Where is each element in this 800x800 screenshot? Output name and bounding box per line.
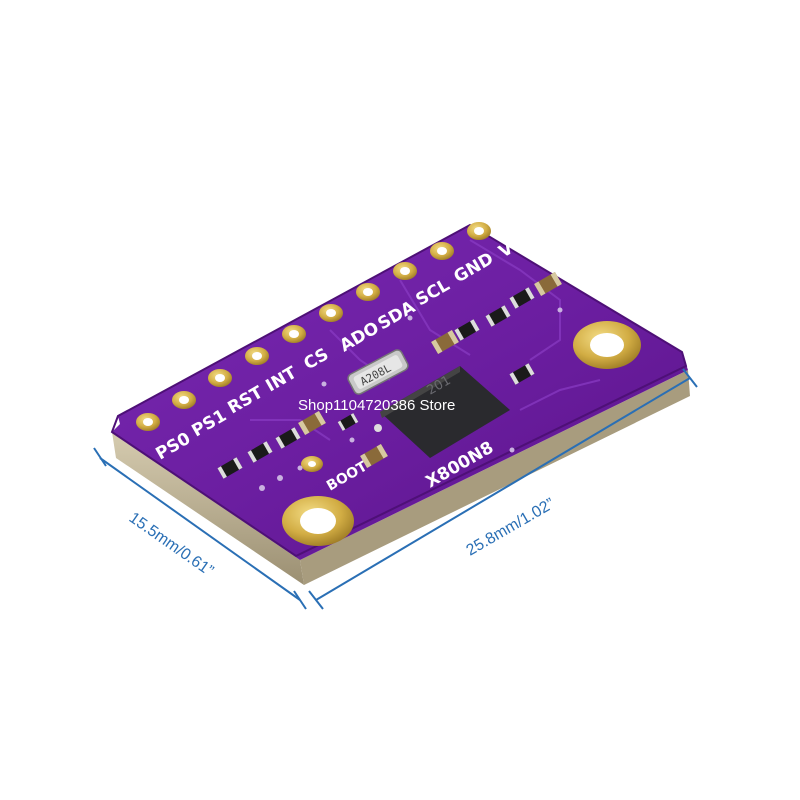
pad-gnd (430, 242, 454, 260)
pcb-board (112, 225, 688, 560)
pad-sda (356, 283, 380, 301)
mounting-hole-left (282, 496, 354, 546)
dimension-length (308, 368, 698, 610)
smd-components (217, 271, 562, 479)
pcb-outline (110, 223, 688, 558)
pad-ps0 (136, 413, 160, 431)
pad-rst (208, 369, 232, 387)
pcb-edge (112, 370, 690, 585)
pad-cs (282, 325, 306, 343)
pad-scl (393, 262, 417, 280)
pad-vcc (467, 222, 491, 240)
store-watermark: Shop1104720386 Store (298, 397, 455, 414)
width-dimension-label: 15.5mm/0.61” (126, 509, 217, 580)
pcb-traces (250, 239, 601, 441)
crystal-oscillator: A208L (347, 349, 409, 395)
header-pads (136, 222, 491, 472)
pad-ps1 (172, 391, 196, 409)
mounting-hole-right (573, 321, 641, 369)
vias (259, 307, 563, 491)
pad-ado (319, 304, 343, 322)
pad-boot (301, 456, 323, 472)
dimension-width (93, 447, 307, 610)
pad-int (245, 347, 269, 365)
